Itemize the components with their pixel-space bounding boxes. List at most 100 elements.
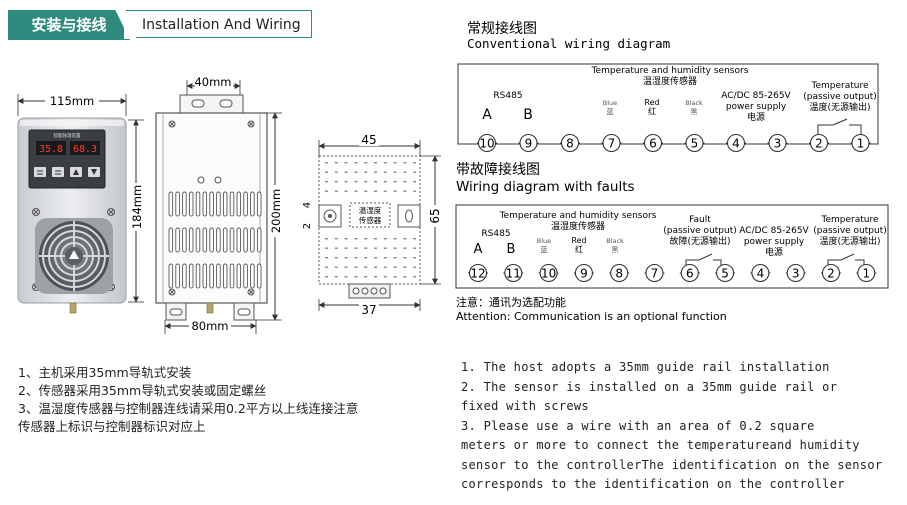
- terminal-fault-7: [645, 263, 664, 283]
- notes-cn: 1、主机采用35mm导轨式安装 2、传感器采用35mm导轨式安装或固定螺丝 3、…: [18, 364, 438, 436]
- attention-cn: 注意：通讯为选配功能: [456, 295, 566, 309]
- conv-sensor-en: Temperature and humidity sensors: [591, 66, 749, 76]
- dim-height-200: 200mm: [269, 189, 283, 233]
- sensor-label-line2: 传感器: [359, 215, 382, 225]
- terminal-conventional-2: [809, 133, 829, 153]
- notes-en: 1. The host adopts a 35mm guide rail ins…: [461, 358, 891, 495]
- dim-sensor-2: 2: [302, 223, 313, 229]
- terminal-label: 11: [506, 266, 521, 280]
- note-en-1: 1. The host adopts a 35mm guide rail ins…: [461, 360, 830, 374]
- terminal-fault-6: [680, 263, 699, 283]
- fault-a-label: A: [474, 242, 483, 257]
- terminal-label: 12: [470, 266, 485, 280]
- terminal-label: 3: [774, 136, 782, 150]
- dim-sensor-37: 37: [361, 303, 376, 317]
- conv-rs485-label: RS485: [493, 91, 522, 101]
- terminal-label: 2: [827, 266, 835, 280]
- conv-red-cn: 红: [648, 106, 656, 116]
- terminal-label: 5: [721, 266, 729, 280]
- fault-temp-cn: 温度(无源输出): [819, 235, 880, 247]
- terminal-label: 1: [862, 266, 870, 280]
- terminal-label: 10: [541, 266, 556, 280]
- terminal-label: 9: [580, 266, 588, 280]
- dim-sensor-65: 65: [428, 208, 442, 223]
- terminal-label: 4: [732, 136, 740, 150]
- terminal-fault-1: [857, 263, 876, 283]
- fault-red-en: Red: [571, 236, 586, 245]
- terminal-conventional-9: [519, 133, 538, 153]
- terminal-label: 6: [649, 136, 657, 150]
- terminal-label: 1: [857, 136, 865, 150]
- terminal-label: 4: [757, 266, 765, 280]
- terminal-conventional-5: [685, 133, 704, 153]
- note-en-4: 3. Please use a wire with an area of 0.2…: [461, 418, 815, 433]
- terminal-label: 9: [525, 136, 533, 150]
- section-header: 安装与接线 Installation And Wiring: [8, 10, 312, 42]
- sensor-label-line1: 温湿度: [359, 205, 382, 215]
- terminal-fault-9: [574, 263, 593, 283]
- conv-red-en: Red: [644, 98, 659, 107]
- terminal-label: 3: [792, 266, 800, 280]
- terminal-conventional-10: [477, 133, 497, 153]
- device-side-view: 40mm 80mm 200m: [155, 75, 283, 334]
- terminal-fault-11: [504, 263, 523, 283]
- fault-red-cn: 红: [575, 244, 583, 254]
- fault-sensor-en: Temperature and humidity sensors: [499, 211, 657, 221]
- conv-temp-en2: (passive output): [803, 92, 877, 102]
- conv-blue-cn: 蓝: [607, 107, 614, 116]
- terminal-conventional-7: [602, 133, 621, 153]
- note-cn-3: 3、温湿度传感器与控制器连线请采用0.2平方以上线连接注意: [18, 401, 359, 416]
- fault-power-cn: 电源: [765, 246, 783, 258]
- humidity-readout: 68.3: [73, 144, 97, 155]
- conv-black-en: Black: [685, 99, 703, 107]
- dim-height-184: 184mm: [130, 185, 144, 229]
- fault-blue-cn: 蓝: [541, 245, 548, 254]
- fault-power-en1: AC/DC 85-265V: [739, 226, 809, 236]
- terminal-fault-2: [821, 263, 841, 283]
- note-en-5: meters or more to connect the temperatur…: [461, 438, 860, 452]
- terminal-label: 10: [479, 136, 494, 150]
- fault-sensor-cn: 温湿度传感器: [551, 220, 605, 232]
- dim-width-115: 115mm: [50, 94, 94, 108]
- terminal-conventional-3: [768, 133, 787, 153]
- terminal-fault-4: [751, 263, 770, 283]
- conv-sensor-cn: 温湿度传感器: [643, 75, 697, 87]
- dim-top-40: 40mm: [194, 75, 231, 89]
- note-en-3: fixed with screws: [461, 399, 589, 413]
- note-cn-4: 传感器上标识与控制器标识对应上: [18, 419, 206, 434]
- note-en-7: corresponds to the identification on the…: [461, 477, 845, 491]
- dim-bottom-80: 80mm: [191, 319, 228, 333]
- conv-power-cn: 电源: [747, 111, 765, 123]
- conventional-wiring-diagram: 常规接线图 Conventional wiring diagram RS485 …: [457, 20, 879, 153]
- note-en-2: 2. The sensor is installed on a 35mm gui…: [461, 379, 838, 394]
- fault-b-label: B: [507, 242, 516, 257]
- fault-black-cn: 黑: [612, 246, 619, 254]
- conventional-title-en: Conventional wiring diagram: [467, 36, 670, 51]
- fault-fault-en1: Fault: [689, 215, 711, 225]
- terminal-fault-3: [786, 263, 805, 283]
- conv-power-en1: AC/DC 85-265V: [721, 91, 791, 101]
- terminal-conventional-6: [643, 133, 663, 153]
- fault-power-en2: power supply: [744, 237, 805, 247]
- terminal-conventional-4: [726, 133, 746, 153]
- terminal-conventional-8: [560, 133, 580, 153]
- note-cn-1: 1、主机采用35mm导轨式安装: [18, 365, 192, 380]
- header-title-cn: 安装与接线: [8, 10, 130, 40]
- terminal-fault-5: [716, 263, 735, 283]
- fault-temp-en2: (passive output): [813, 226, 887, 236]
- note-en-6: sensor to the controllerThe identificati…: [461, 457, 883, 472]
- dim-sensor-4: 4: [302, 202, 313, 208]
- terminal-label: 6: [686, 266, 694, 280]
- conv-black-cn: 黑: [691, 108, 698, 116]
- conventional-title-cn: 常规接线图: [467, 20, 537, 37]
- fault-blue-en: Blue: [537, 237, 551, 245]
- menu-button-icon: [34, 167, 46, 177]
- fan-grille-icon: [35, 218, 113, 294]
- terminal-conventional-1: [851, 133, 870, 153]
- fault-temp-en1: Temperature: [820, 215, 878, 225]
- device-model-text: 智能除湿装置: [54, 132, 81, 139]
- terminal-fault-8: [610, 263, 629, 283]
- terminal-fault-12: [468, 263, 488, 283]
- fault-rs485-label: RS485: [481, 229, 510, 239]
